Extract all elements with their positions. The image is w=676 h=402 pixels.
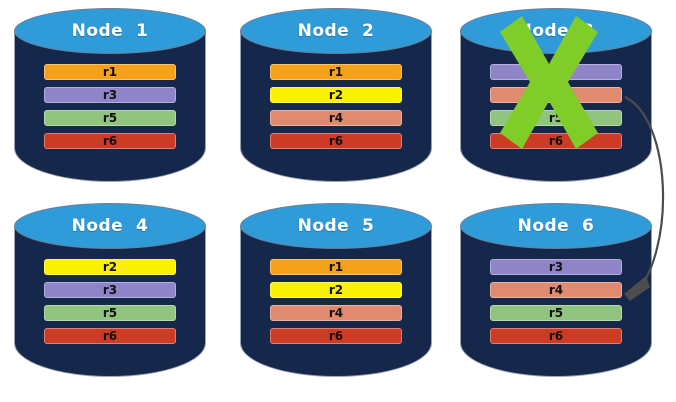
record-bar[interactable]: r4 <box>270 110 402 126</box>
record-bar[interactable]: r6 <box>490 328 622 344</box>
cylinder-body <box>14 225 206 377</box>
record-bar[interactable]: r6 <box>490 133 622 149</box>
record-bar[interactable]: r6 <box>44 328 176 344</box>
node-2[interactable]: r1 r2 r4 r6 Node 2 <box>240 8 432 193</box>
node-3[interactable]: r3 r4 r5 r6 Node 3 <box>460 8 652 193</box>
record-bar[interactable]: r1 <box>270 64 402 80</box>
cylinder-body <box>460 225 652 377</box>
cylinder-body <box>14 30 206 182</box>
record-bar[interactable]: r5 <box>44 110 176 126</box>
record-bar[interactable]: r3 <box>490 64 622 80</box>
cylinder-top <box>240 8 432 54</box>
record-bar[interactable]: r3 <box>44 87 176 103</box>
node-title: Node 2 <box>297 21 375 41</box>
record-bar[interactable]: r2 <box>44 259 176 275</box>
cylinder-top <box>14 203 206 249</box>
record-bar[interactable]: r5 <box>490 305 622 321</box>
node-4[interactable]: r2 r3 r5 r6 Node 4 <box>14 203 206 388</box>
record-bar[interactable]: r3 <box>490 259 622 275</box>
node-5[interactable]: r1 r2 r4 r6 Node 5 <box>240 203 432 388</box>
cylinder-body <box>240 225 432 377</box>
record-bar[interactable]: r2 <box>270 282 402 298</box>
node-1[interactable]: r1 r3 r5 r6 Node 1 <box>14 8 206 193</box>
record-bar[interactable]: r2 <box>270 87 402 103</box>
cylinder-top <box>460 203 652 249</box>
node-title: Node 3 <box>517 21 595 41</box>
node-title: Node 1 <box>71 21 149 41</box>
cylinder-body <box>240 30 432 182</box>
record-list: r3 r4 r5 r6 <box>490 64 622 156</box>
record-bar[interactable]: r6 <box>270 328 402 344</box>
record-bar[interactable]: r3 <box>44 282 176 298</box>
record-bar[interactable]: r6 <box>44 133 176 149</box>
record-bar[interactable]: r1 <box>270 259 402 275</box>
record-bar[interactable]: r5 <box>44 305 176 321</box>
record-bar[interactable]: r4 <box>490 282 622 298</box>
record-bar[interactable]: r4 <box>490 87 622 103</box>
record-list: r1 r2 r4 r6 <box>270 64 402 156</box>
node-title: Node 6 <box>517 216 595 236</box>
record-list: r2 r3 r5 r6 <box>44 259 176 351</box>
record-bar[interactable]: r5 <box>490 110 622 126</box>
record-list: r1 r3 r5 r6 <box>44 64 176 156</box>
cylinder-top <box>240 203 432 249</box>
record-bar[interactable]: r4 <box>270 305 402 321</box>
record-list: r3 r4 r5 r6 <box>490 259 622 351</box>
record-bar[interactable]: r6 <box>270 133 402 149</box>
node-6[interactable]: r3 r4 r5 r6 Node 6 <box>460 203 652 388</box>
node-title: Node 5 <box>297 216 375 236</box>
node-title: Node 4 <box>71 216 149 236</box>
record-bar[interactable]: r1 <box>44 64 176 80</box>
cylinder-top <box>14 8 206 54</box>
record-list: r1 r2 r4 r6 <box>270 259 402 351</box>
